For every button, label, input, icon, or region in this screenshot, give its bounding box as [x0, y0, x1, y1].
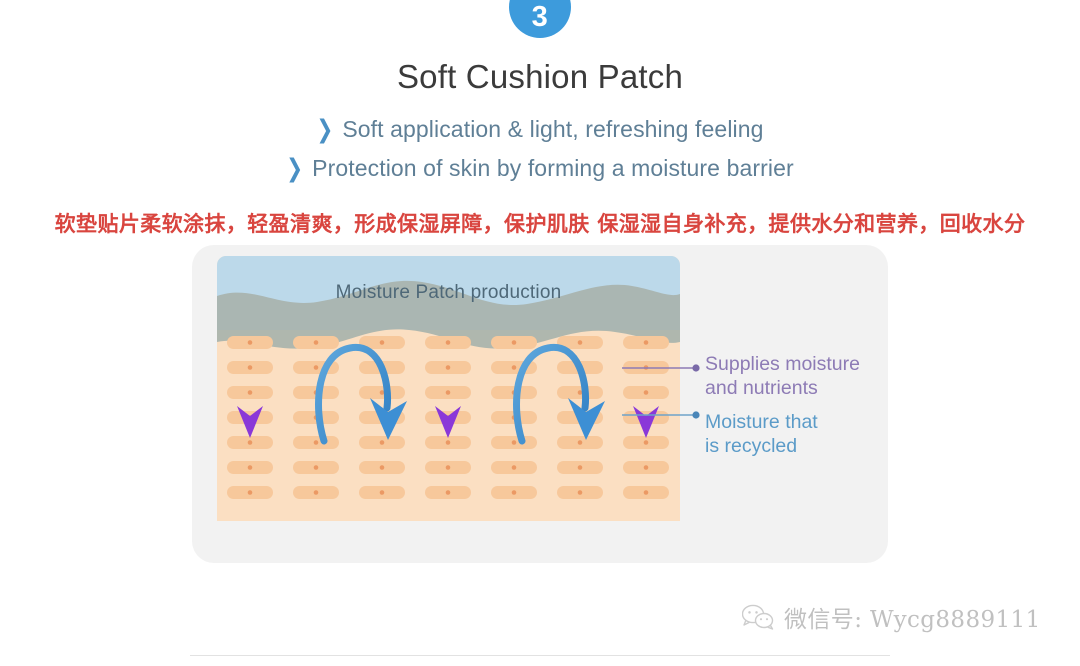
diagram-title: Moisture Patch production: [335, 282, 562, 303]
recycle-arrow-2: [513, 344, 605, 445]
skin-cell-nucleus: [379, 465, 385, 470]
skin-cell-nucleus: [445, 490, 451, 495]
feature-bullet-list: ❯ Soft application & light, refreshing fe…: [0, 110, 1080, 188]
skin-cell-nucleus: [511, 440, 517, 445]
leader-dot-supplies: [692, 364, 700, 372]
skin-cell-nucleus: [577, 490, 583, 495]
skin-cell-nucleus: [313, 465, 319, 470]
skin-cell-nucleus: [313, 340, 319, 345]
bullet-item-1-text: Soft application & light, refreshing fee…: [342, 116, 764, 142]
skin-cell-nucleus: [577, 440, 583, 445]
skin-cell-nucleus: [445, 440, 451, 445]
annotation-recycled-line1: Moisture that: [705, 411, 818, 433]
skin-cell-nucleus: [247, 340, 253, 345]
skin-cell-nucleus: [643, 340, 649, 345]
annotation-supplies-line2: and nutrients: [705, 377, 818, 399]
annotation-leader-lines: [622, 364, 700, 419]
skin-cell-nucleus: [577, 465, 583, 470]
skin-cell-nucleus: [379, 440, 385, 445]
skin-cell-nucleus: [247, 465, 253, 470]
skin-cell-nucleus: [313, 490, 319, 495]
bullet-item-2: ❯ Protection of skin by forming a moistur…: [0, 149, 1080, 188]
skin-cell-nucleus: [511, 465, 517, 470]
bullet-item-1: ❯ Soft application & light, refreshing fe…: [0, 110, 1080, 149]
supply-arrow-2: [435, 348, 461, 438]
step-number-text: 3: [531, 1, 549, 33]
annotation-labels: Supplies moisture and nutrients Moisture…: [705, 352, 925, 458]
skin-cell-nucleus: [313, 440, 319, 445]
wechat-watermark: 微信号: Wycg8889111: [742, 600, 1041, 634]
annotation-supplies-line1: Supplies moisture: [705, 353, 860, 375]
annotation-recycled-line2: is recycled: [705, 435, 798, 457]
annotation-recycled-moisture: Moisture that is recycled: [705, 410, 925, 458]
skin-cell-nucleus: [643, 465, 649, 470]
recycle-arrow-1: [315, 344, 407, 445]
skin-cell-nucleus: [643, 440, 649, 445]
wechat-id-text: 微信号: Wycg8889111: [784, 607, 1041, 633]
supply-arrow-3: [633, 348, 659, 438]
skin-cell-nucleus: [379, 490, 385, 495]
bullet-item-2-text: Protection of skin by forming a moisture…: [312, 155, 794, 181]
annotation-supplies-moisture: Supplies moisture and nutrients: [705, 352, 925, 400]
skin-cell-nucleus: [511, 340, 517, 345]
page-title: Soft Cushion Patch: [396, 58, 684, 95]
skin-diagram: Moisture Patch production: [217, 256, 680, 521]
skin-cell-nucleus: [247, 490, 253, 495]
step-number-badge: 3: [509, 0, 571, 38]
bottom-divider: [190, 655, 890, 656]
chevron-right-icon: ❯: [316, 116, 334, 144]
skin-cell-nucleus: [577, 340, 583, 345]
leader-dot-recycled: [692, 411, 700, 419]
wechat-icon: [742, 604, 774, 630]
chinese-caption: 软垫贴片柔软涂抹，轻盈清爽，形成保湿屏障，保护肌肤 保湿湿自身补充，提供水分和营…: [54, 212, 1026, 236]
skin-cell-nucleus: [313, 365, 319, 370]
skin-cell-nucleus: [577, 390, 583, 395]
skin-cell-nucleus: [379, 390, 385, 395]
skin-cell-nucleus: [643, 490, 649, 495]
chevron-right-icon: ❯: [286, 155, 304, 183]
skin-cell-nucleus: [379, 340, 385, 345]
flow-arrows: [237, 344, 659, 445]
supply-arrow-1: [237, 348, 263, 438]
skin-cell-nucleus: [511, 365, 517, 370]
skin-cell-nucleus: [247, 440, 253, 445]
skin-cell-nucleus: [445, 340, 451, 345]
skin-cell-nucleus: [445, 465, 451, 470]
skin-cell-nucleus: [511, 490, 517, 495]
